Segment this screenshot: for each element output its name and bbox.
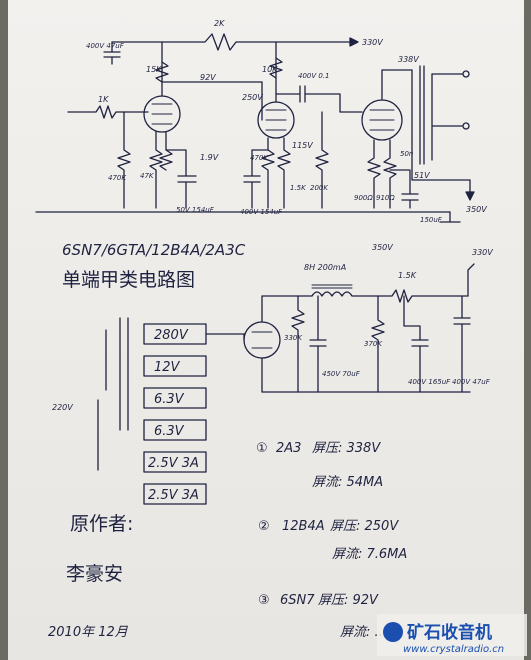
- cap-400v-165-label: 400V 165uF: [408, 378, 451, 386]
- grid-resistor-3: [315, 111, 329, 209]
- choke-label: 8H 200mA: [304, 263, 346, 272]
- rectifier-tube: [243, 321, 281, 359]
- winding-6-3v-a-label: 6.3V: [154, 392, 185, 407]
- v-350-label: 350V: [372, 243, 393, 252]
- winding-2-5v-b: [143, 483, 207, 505]
- r-50n-label: 50n: [400, 150, 413, 158]
- ps-resistor: [371, 289, 469, 303]
- note-1-plate-i: 屏流: 54MA: [312, 475, 383, 490]
- filter-cap-2: [403, 295, 429, 393]
- r-910-label: 910Ω: [376, 194, 395, 202]
- out-350-label: 350V: [466, 205, 487, 214]
- grid-resistor-1: [117, 111, 131, 209]
- input-resistor: [67, 105, 149, 119]
- author-label: 原作者:: [70, 513, 133, 535]
- cap-50v-label: 50V 154uF: [176, 206, 215, 214]
- note-1-num: ①: [256, 441, 268, 456]
- bypass-cap-2: [243, 149, 269, 209]
- cathode-resistor-1: [149, 131, 163, 209]
- winding-12v: [143, 355, 207, 377]
- b-plus-label: 330V: [362, 38, 383, 47]
- winding-2-5v-a-label: 2.5V 3A: [148, 456, 199, 471]
- note-2-num: ②: [258, 519, 270, 534]
- r-370k-label: 370K: [364, 340, 383, 348]
- filter-cap: [103, 41, 121, 65]
- tube-codes: 6SN7/6GTA/12B4A/2A3C: [62, 241, 246, 259]
- cathode-resistor-3: [367, 139, 381, 209]
- v-115-label: 115V: [292, 141, 313, 150]
- note-2-tube: 12B4A: [282, 519, 325, 534]
- reservoir-cap: [309, 295, 327, 393]
- r-15k-label: 15K: [146, 65, 162, 74]
- amplifier-schematic: 2K 330V 400V 47uF 1K 15K 92V 470K 47K 1.…: [35, 19, 487, 224]
- coupling-cap: [275, 85, 363, 113]
- cap-450v-label: 450V 70uF: [322, 370, 361, 378]
- r-470k-label: 470K: [108, 174, 127, 182]
- v-92-label: 92V: [200, 73, 216, 82]
- r-47k-label: 47K: [140, 172, 155, 180]
- cathode-1-9-label: 1.9V: [200, 153, 219, 162]
- filter-cap-label: 400V 47uF: [86, 42, 125, 50]
- winding-6-3v-a: [143, 387, 207, 409]
- cathode-resistor-2: [261, 137, 275, 209]
- r-200k-label: 200K: [310, 184, 329, 192]
- notes: ① 2A3 屏压: 338V 屏流: 54MA ② 12B4A 屏压: 250V…: [256, 441, 407, 640]
- power-supply-schematic: 220V 280V 12V 6.3V 6.3V 2.5V 3A 2.5V 3A: [52, 243, 493, 505]
- winding-boxes: 280V 12V 6.3V 6.3V 2.5V 3A 2.5V 3A: [143, 323, 207, 505]
- plate-resistor-1: [155, 61, 169, 83]
- r-2k-label: 2K: [214, 19, 225, 28]
- ps-r-1-5k-label: 1.5K: [398, 271, 417, 280]
- note-3-num: ③: [258, 593, 270, 608]
- circuit-title: 单端甲类电路图: [62, 269, 195, 291]
- ps-v-330-label: 330V: [472, 248, 493, 257]
- bypass-cap-1: [165, 149, 197, 209]
- watermark-name: 矿石收音机: [407, 622, 492, 643]
- winding-2-5v-b-label: 2.5V 3A: [148, 488, 199, 503]
- transformer-core: [119, 317, 129, 431]
- note-2-plate-i: 屏流: 7.6MA: [332, 547, 407, 562]
- filter-cap-3: [453, 295, 471, 393]
- cap-150-label: 150uF: [420, 216, 443, 224]
- winding-12v-label: 12V: [154, 360, 181, 375]
- plate-resistor-2: [269, 57, 283, 79]
- author-name: 李豪安: [66, 563, 123, 585]
- note-1-plate-v: 屏压: 338V: [312, 441, 381, 456]
- winding-6-3v-b: [143, 419, 207, 441]
- note-2-plate-v: 屏压: 250V: [330, 519, 399, 534]
- note-1-tube: 2A3: [276, 441, 301, 456]
- r-1-5k-label: 1.5K: [290, 184, 307, 192]
- bleeder-resistor: [291, 295, 305, 393]
- v-338-label: 338V: [398, 55, 419, 64]
- winding-6-3v-b-label: 6.3V: [154, 424, 185, 439]
- winding-280v-label: 280V: [154, 328, 189, 343]
- r-900-label: 900Ω: [354, 194, 373, 202]
- choke: [311, 291, 373, 297]
- mains-label: 220V: [52, 403, 73, 412]
- author-date: 2010年 12月: [48, 625, 129, 640]
- r-330k-label: 330K: [284, 334, 303, 342]
- b-plus-rail: [111, 33, 351, 51]
- note-3-plate-i: 屏流: ...: [340, 625, 387, 640]
- r-1k-label: 1K: [98, 95, 109, 104]
- winding-2-5v-a: [143, 451, 207, 473]
- watermark-url: www.crystalradio.cn: [403, 644, 504, 655]
- watermark-logo-icon: [383, 622, 403, 642]
- r-470-label: 470K: [250, 154, 269, 162]
- r-10k-label: 10K: [262, 65, 278, 74]
- note-3-tube: 6SN7: [280, 593, 315, 608]
- cathode-51-label: 51V: [414, 171, 430, 180]
- v-250-label: 250V: [242, 93, 263, 102]
- output-transformer: [411, 65, 433, 165]
- coupling-label: 400V 0.1: [298, 72, 330, 80]
- note-3-plate-v: 屏压: 92V: [318, 593, 379, 608]
- watermark: 矿石收音机 www.crystalradio.cn: [377, 614, 527, 656]
- bleeder-resistor-2: [371, 295, 385, 393]
- cap-400v-47-label: 400V 47uF: [452, 378, 491, 386]
- bypass-cap-3: [389, 169, 419, 209]
